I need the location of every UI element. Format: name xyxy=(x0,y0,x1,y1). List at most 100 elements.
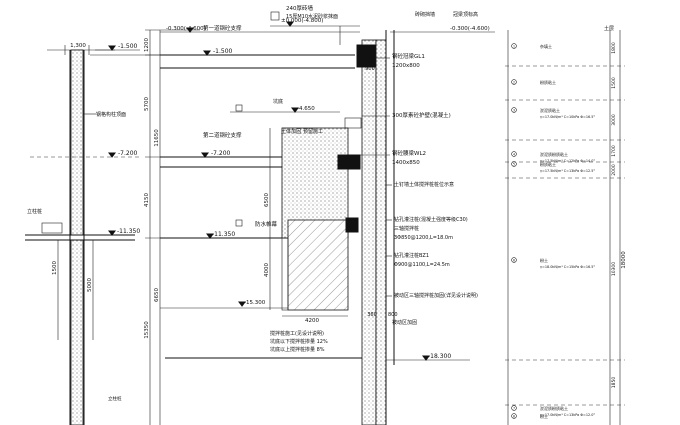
bottom-note: 被动区三轴搅拌桩加固(详见设计说明) xyxy=(394,292,478,299)
right-callouts: 钢砼冠梁GL1 1200x800 300厚素砼护壁(混凝土) 钢砼腰梁WL2 1… xyxy=(360,52,478,326)
soil-layer-dim: 1500 xyxy=(611,77,617,89)
soil-column-header: 土层 xyxy=(604,25,614,32)
tag-reinforce: 被动区加固 xyxy=(392,319,417,326)
main-dimension-chain: 1200 5700 11650 4150 15350 6650 xyxy=(144,29,200,425)
tag-slope: 土体加固 xyxy=(281,128,301,135)
left-note-pile: 钢格构柱顶面 xyxy=(96,111,126,118)
soil-layer-params: γ=17.5kN/m³ C=13kPa Φ=12.5° xyxy=(540,169,595,173)
pile-title: 钻孔灌注桩BZ1 xyxy=(394,252,429,259)
beam1-title: 钢砼冠梁GL1 xyxy=(392,52,425,60)
tag-waterproof: 防水帷幕 xyxy=(255,220,278,228)
beam2-title: 钢砼腰梁WL2 xyxy=(392,149,426,157)
strut2-label: 第二道钢砼支撑 xyxy=(203,131,242,139)
soil-layer-id: 4 xyxy=(513,153,515,157)
soil-layer-dim: 2000 xyxy=(611,164,617,176)
bored-pile-wall xyxy=(361,39,377,425)
soil-layer-id: 2 xyxy=(513,81,515,85)
soil-note: 土钉墙土体搅拌桩桩位示意 xyxy=(394,181,454,188)
left-bottom-label: 立柱桩 xyxy=(108,395,122,402)
soil-layer-id: 5 xyxy=(513,163,515,167)
level-1830: -18.300 xyxy=(428,353,451,360)
dim-thin-800: 800 xyxy=(388,312,398,318)
soil-layer-name: 粉土 xyxy=(540,413,548,419)
soil-layer-params: γ=17.0kN/m³ C=10kPa Φ=16.5° xyxy=(540,115,595,119)
left-column-section: 1,300 -1.500 -7.200 -11.350 钢格构柱顶面 立柱桩 1… xyxy=(25,43,140,425)
dim-5700: 5700 xyxy=(144,97,150,111)
purlin-block xyxy=(345,217,359,233)
soil-layer-id: 8 xyxy=(513,415,515,419)
level-top-main: -0.300(-4.600) xyxy=(166,26,206,32)
retaining-wall: 900 360 800 -18.300 xyxy=(337,30,470,425)
dim-4150: 4150 xyxy=(144,193,150,207)
soil-layer-marker xyxy=(511,107,517,113)
soil-layer-id: 7 xyxy=(513,407,515,411)
soil-layer-name: 淤泥质粉质粘土 xyxy=(540,405,568,411)
left-mid-level: -7.200 xyxy=(118,150,138,157)
left-top-level: -1.500 xyxy=(118,43,138,50)
strut2-level: -7.200 xyxy=(211,150,231,157)
strut1-label: 第一道钢砼支撑 xyxy=(203,24,242,32)
foot-note1: 搅拌桩施工(见设计说明) xyxy=(270,330,324,337)
foot-note2: 坑底以下搅拌桩掺量 12% xyxy=(270,338,328,345)
soil-layer-name: 粉土 xyxy=(540,257,548,263)
soil-layer-id: 6 xyxy=(513,259,515,263)
soil-layer-dim: 1800 xyxy=(611,42,617,54)
top-level-right: -0.300(-4.600) xyxy=(450,26,490,32)
tag-mid: 坑底 xyxy=(273,98,283,105)
dim-15350: 15350 xyxy=(144,321,150,339)
soil-layer-dim: 3000 xyxy=(611,114,617,126)
dim-1200: 1200 xyxy=(144,38,150,52)
dim-width-900: 900 xyxy=(365,66,375,72)
soil-layer-marker xyxy=(511,405,517,411)
wall-type: 三轴搅拌桩 xyxy=(394,225,419,232)
soil-layer-marker xyxy=(511,161,517,167)
left-dim-a: 1500 xyxy=(52,261,58,275)
level-1530: -15.300 xyxy=(244,300,266,306)
soil-layer-id: 1 xyxy=(513,45,515,49)
soil-layer-marker xyxy=(511,257,517,263)
soil-layer-marker xyxy=(511,79,517,85)
wall-title: 钻孔灌注桩(混凝土强度等级C30) xyxy=(394,216,468,223)
soil-layer-marker xyxy=(511,151,517,157)
soil-layer-name: 粉质粘土 xyxy=(540,79,556,85)
top-beam-gl1 xyxy=(356,44,376,68)
dim-sub-6500: 6500 xyxy=(264,193,270,207)
left-note-column: 立柱桩 xyxy=(27,208,42,215)
soil-layer-params: γ=17.5kN/m³ C=12kPa Φ=14.0° xyxy=(540,159,595,163)
soil-layer-dim: 10300 xyxy=(611,262,617,276)
soil-layer-name: 粉质粘土 xyxy=(540,161,556,167)
pile-size: Φ900@1100,L=24.5m xyxy=(394,262,450,268)
left-bottom-level: -11.350 xyxy=(117,228,140,235)
soil-layer-name: 淤泥质粘土 xyxy=(540,107,560,113)
strut1-level: -1.500 xyxy=(213,48,233,55)
soil-layer-dim: 1700 xyxy=(611,145,617,157)
dim-6650: 6650 xyxy=(154,288,160,302)
soil-layer-params: γ=17.0kN/m³ C=13kPa Φ=12.0° xyxy=(540,413,595,417)
top-levels: -0.300(-4.600) 第一道钢砼支撑 ±0.000(-4.800) 24… xyxy=(90,4,495,309)
beam2-size: 1400x850 xyxy=(392,160,420,166)
dim-sub-4000: 4000 xyxy=(264,263,270,277)
soil-layer-name: 淤泥质粉质粘土 xyxy=(540,151,568,157)
soil-layer-dim: 1850 xyxy=(611,377,617,389)
ground-level-label: ±0.000(-4.800) xyxy=(281,18,323,24)
tag-pour: 预留施工 xyxy=(303,128,323,135)
dim-11650: 11650 xyxy=(154,129,160,147)
level-465: -4.650 xyxy=(297,106,315,112)
parapet-level-label: 冠梁顶标高 xyxy=(453,11,478,18)
level-1135: -11.350 xyxy=(212,231,235,238)
existing-top-label: 砖砌挡墙 xyxy=(415,11,435,18)
soil-improvement-lower xyxy=(287,219,349,311)
mixing-pile-wall xyxy=(375,39,387,425)
soil-layer-params: γ=18.0kN/m³ C=15kPa Φ=16.5° xyxy=(540,265,595,269)
waist-beam-wl2 xyxy=(337,154,361,170)
soil-layer-id: 3 xyxy=(513,109,515,113)
left-column-width-dim: 1,300 xyxy=(70,43,86,49)
soil-layer-name: 杂填土 xyxy=(540,43,552,49)
left-dim-b: 5000 xyxy=(87,278,93,292)
soil-layer-marker xyxy=(511,43,517,49)
soil-layer-marker xyxy=(511,413,517,419)
beam1-size: 1200x800 xyxy=(392,63,420,69)
wall-thickness-label: 240厚砖墙 xyxy=(286,4,313,12)
foot-note3: 坑底以上搅拌桩掺量 8% xyxy=(270,346,325,353)
